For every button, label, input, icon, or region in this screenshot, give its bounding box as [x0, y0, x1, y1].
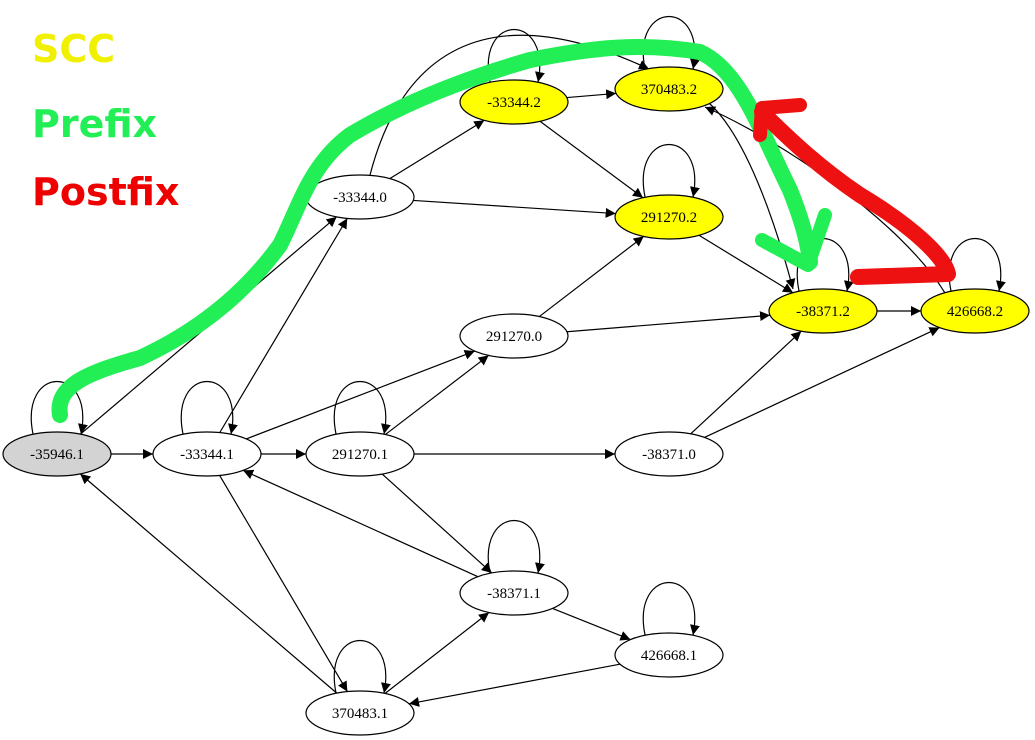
edge-n_426668_2-to-n_370483_2 — [704, 106, 946, 294]
edge-n_33344_2-to-n_291270_2 — [539, 120, 644, 199]
edge-n_38371_1-to-n_33344_1 — [242, 469, 479, 578]
edges-layer — [79, 34, 946, 707]
edge-n_38371_0-to-n_426668_2 — [704, 327, 940, 438]
edge-n_291270_1-to-n_38371_1 — [381, 473, 493, 574]
node-label: 426668.1 — [641, 648, 697, 664]
self-loop-n_291270_1 — [333, 381, 391, 435]
node-n_426668_1: 426668.1 — [614, 632, 724, 678]
node-ellipse — [459, 79, 569, 125]
nodes-layer: -35946.1 -33344.1 291270.1 -38371.0 -33344.0… — [2, 66, 1030, 736]
postfix-highlight-path — [754, 104, 956, 285]
node-n_38371_1: -38371.1 — [459, 570, 569, 616]
self-loop-n_38371_1 — [487, 520, 545, 574]
node-n_426668_2: 426668.2 — [920, 288, 1030, 334]
legend-scc: SCC — [32, 30, 115, 68]
edge-n_291270_2-to-n_38371_2 — [698, 234, 794, 294]
node-label: 291270.1 — [332, 447, 388, 463]
edge-n_370483_1-to-n_35946_1 — [79, 473, 338, 694]
edge-n_33344_1-to-n_370483_1 — [219, 475, 348, 692]
edge-n_291270_0-to-n_38371_2 — [566, 311, 771, 333]
node-ellipse — [614, 431, 724, 477]
node-label: -38371.0 — [642, 447, 696, 463]
annotations-layer — [51, 38, 956, 423]
node-n_38371_0: -38371.0 — [614, 431, 724, 477]
node-ellipse — [305, 690, 415, 736]
node-n_35946_1: -35946.1 — [2, 431, 112, 477]
node-ellipse — [614, 194, 724, 240]
node-label: -33344.0 — [333, 190, 387, 206]
node-ellipse — [2, 431, 112, 477]
self-loop-n_33344_1 — [180, 381, 238, 435]
node-n_370483_2: 370483.2 — [614, 66, 724, 112]
node-ellipse — [459, 570, 569, 616]
self-loop-n_291270_2 — [642, 144, 700, 198]
edge-n_33344_0-to-n_291270_2 — [413, 199, 616, 218]
node-label: -33344.1 — [180, 447, 234, 463]
edge-n_370483_1-to-n_38371_1 — [384, 612, 490, 694]
node-label: 291270.0 — [486, 329, 542, 345]
node-ellipse — [614, 632, 724, 678]
edge-n_33344_1-to-n_33344_0 — [219, 218, 348, 433]
node-n_291270_1: 291270.1 — [305, 431, 415, 477]
legend-prefix: Prefix — [32, 105, 157, 143]
edge-n_291270_0-to-n_291270_2 — [538, 235, 645, 318]
edge-n_291270_1-to-n_291270_0 — [384, 354, 490, 436]
node-label: 370483.2 — [641, 82, 697, 98]
node-n_33344_0: -33344.0 — [305, 174, 415, 220]
self-loop-n_370483_1 — [333, 640, 391, 694]
node-ellipse — [152, 431, 262, 477]
edge-n_38371_0-to-n_38371_2 — [690, 330, 802, 435]
legend-postfix-label: Postfix — [32, 170, 180, 214]
edge-n_38371_1-to-n_426668_1 — [552, 607, 631, 641]
legend-prefix-label: Prefix — [32, 102, 158, 146]
node-n_370483_1: 370483.1 — [305, 690, 415, 736]
node-n_33344_2: -33344.2 — [459, 79, 569, 125]
node-label: -38371.1 — [487, 586, 541, 602]
node-label: 426668.2 — [947, 304, 1003, 320]
node-n_38371_2: -38371.2 — [768, 288, 878, 334]
node-label: 370483.1 — [332, 706, 388, 722]
node-label: -33344.2 — [487, 95, 541, 111]
postfix-arrowhead — [753, 98, 807, 142]
edge-n_33344_1-to-n_291270_0 — [246, 350, 475, 440]
node-label: -38371.2 — [796, 304, 850, 320]
edge-n_426668_1-to-n_370483_1 — [408, 663, 621, 707]
node-ellipse — [614, 66, 724, 112]
legend-postfix: Postfix — [32, 173, 179, 211]
self-loop-n_35946_1 — [30, 381, 88, 435]
prefix-arrowhead — [755, 208, 832, 272]
node-n_291270_2: 291270.2 — [614, 194, 724, 240]
node-ellipse — [768, 288, 878, 334]
node-ellipse — [920, 288, 1030, 334]
node-n_291270_0: 291270.0 — [459, 313, 569, 359]
node-label: 291270.2 — [641, 210, 697, 226]
legend-scc-label: SCC — [32, 27, 116, 71]
edge-n_370483_2-to-n_38371_2 — [708, 102, 796, 290]
edge-n_33344_2-to-n_370483_2 — [566, 89, 617, 100]
node-label: -35946.1 — [30, 447, 84, 463]
node-n_33344_1: -33344.1 — [152, 431, 262, 477]
node-ellipse — [459, 313, 569, 359]
node-ellipse — [305, 431, 415, 477]
self-loop-n_426668_2 — [948, 238, 1006, 292]
self-loop-n_426668_1 — [642, 582, 700, 636]
edge-n_33344_0-to-n_33344_2 — [389, 119, 485, 180]
